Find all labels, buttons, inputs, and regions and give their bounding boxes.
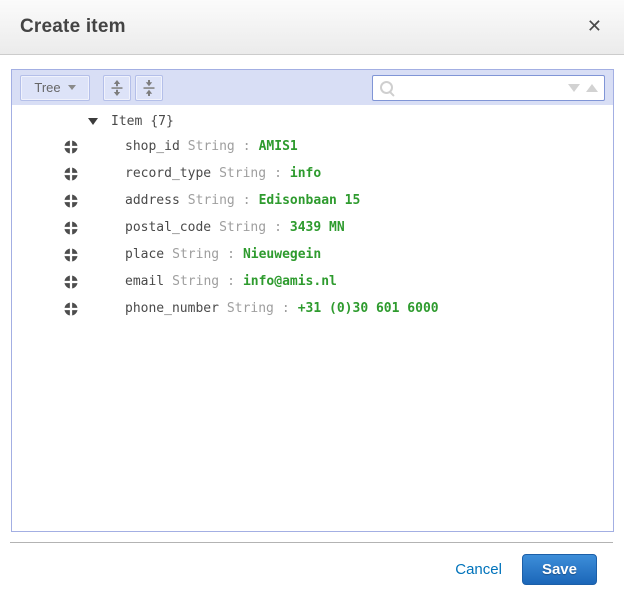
attr-value[interactable]: AMIS1 — [258, 139, 298, 154]
chevron-down-icon — [67, 85, 76, 90]
add-attribute-icon[interactable] — [64, 166, 78, 181]
attr-type: String — [226, 301, 274, 316]
json-editor-panel: Tree — [11, 69, 614, 532]
search-previous-icon[interactable] — [586, 83, 598, 92]
collapse-expander-icon[interactable] — [88, 118, 98, 125]
tree-row-place: place String : Nieuwegein — [12, 241, 613, 268]
add-attribute-icon[interactable] — [64, 274, 78, 289]
collapse-all-button[interactable] — [135, 74, 163, 101]
tree-row-record-type: record_type String : info — [12, 160, 613, 187]
attr-name[interactable]: shop_id — [125, 139, 180, 154]
type-separator: : — [227, 247, 235, 262]
add-attribute-icon[interactable] — [64, 247, 78, 262]
add-attribute-icon[interactable] — [64, 139, 78, 154]
root-label: Item — [111, 114, 143, 129]
search-box — [372, 74, 605, 101]
attr-name[interactable]: place — [125, 247, 165, 262]
attr-type: String — [172, 247, 220, 262]
attr-value[interactable]: Edisonbaan 15 — [258, 193, 361, 208]
dialog-header: Create item ✕ — [0, 0, 624, 55]
attr-type: String — [187, 139, 235, 154]
attr-name[interactable]: postal_code — [125, 220, 212, 235]
attr-type: String — [172, 274, 220, 289]
dialog-footer: Cancel Save — [0, 543, 624, 596]
type-separator: : — [227, 274, 235, 289]
add-attribute-icon[interactable] — [64, 301, 78, 316]
attr-name[interactable]: email — [125, 274, 165, 289]
attr-value[interactable]: info@amis.nl — [242, 274, 337, 289]
tree-row-shop-id: shop_id String : AMIS1 — [12, 133, 613, 160]
type-separator: : — [274, 166, 282, 181]
tree-mode-dropdown[interactable]: Tree — [20, 74, 90, 101]
attr-type: String — [219, 220, 267, 235]
type-separator: : — [242, 139, 251, 154]
type-separator: : — [242, 193, 251, 208]
add-attribute-icon[interactable] — [64, 193, 78, 208]
type-separator: : — [281, 301, 290, 316]
tree-row-email: email String : info@amis.nl — [12, 268, 613, 295]
tree-mode-label: Tree — [34, 80, 61, 95]
attr-name[interactable]: address — [125, 193, 180, 208]
tree-row-phone-number: phone_number String : +31 (0)30 601 6000 — [12, 295, 613, 322]
save-button[interactable]: Save — [521, 554, 597, 585]
editor-toolbar: Tree — [12, 70, 613, 105]
search-next-icon[interactable] — [568, 83, 580, 92]
attr-value[interactable]: info — [289, 166, 322, 181]
collapse-all-icon — [143, 79, 155, 96]
root-count: {7} — [150, 114, 174, 129]
attr-value[interactable]: +31 (0)30 601 6000 — [297, 301, 439, 316]
attr-name[interactable]: phone_number — [125, 301, 219, 316]
cancel-button[interactable]: Cancel — [455, 561, 502, 578]
tree-row-postal-code: postal_code String : 3439 MN — [12, 214, 613, 241]
dialog-title: Create item — [20, 16, 126, 37]
tree-root-row: Item {7} — [12, 110, 613, 133]
expand-all-icon — [111, 79, 123, 96]
attr-value[interactable]: 3439 MN — [289, 220, 345, 235]
footer-divider — [10, 542, 613, 543]
search-input[interactable] — [397, 79, 564, 96]
type-separator: : — [274, 220, 282, 235]
attr-type: String — [219, 166, 267, 181]
add-attribute-icon[interactable] — [64, 220, 78, 235]
tree-row-address: address String : Edisonbaan 15 — [12, 187, 613, 214]
search-icon — [380, 81, 393, 94]
close-icon[interactable]: ✕ — [586, 16, 602, 37]
attr-type: String — [187, 193, 235, 208]
attr-name[interactable]: record_type — [125, 166, 212, 181]
tree-view: Item {7} shop_id String : AMIS1 record_t… — [12, 105, 613, 531]
attr-value[interactable]: Nieuwegein — [242, 247, 322, 262]
expand-all-button[interactable] — [103, 74, 131, 101]
